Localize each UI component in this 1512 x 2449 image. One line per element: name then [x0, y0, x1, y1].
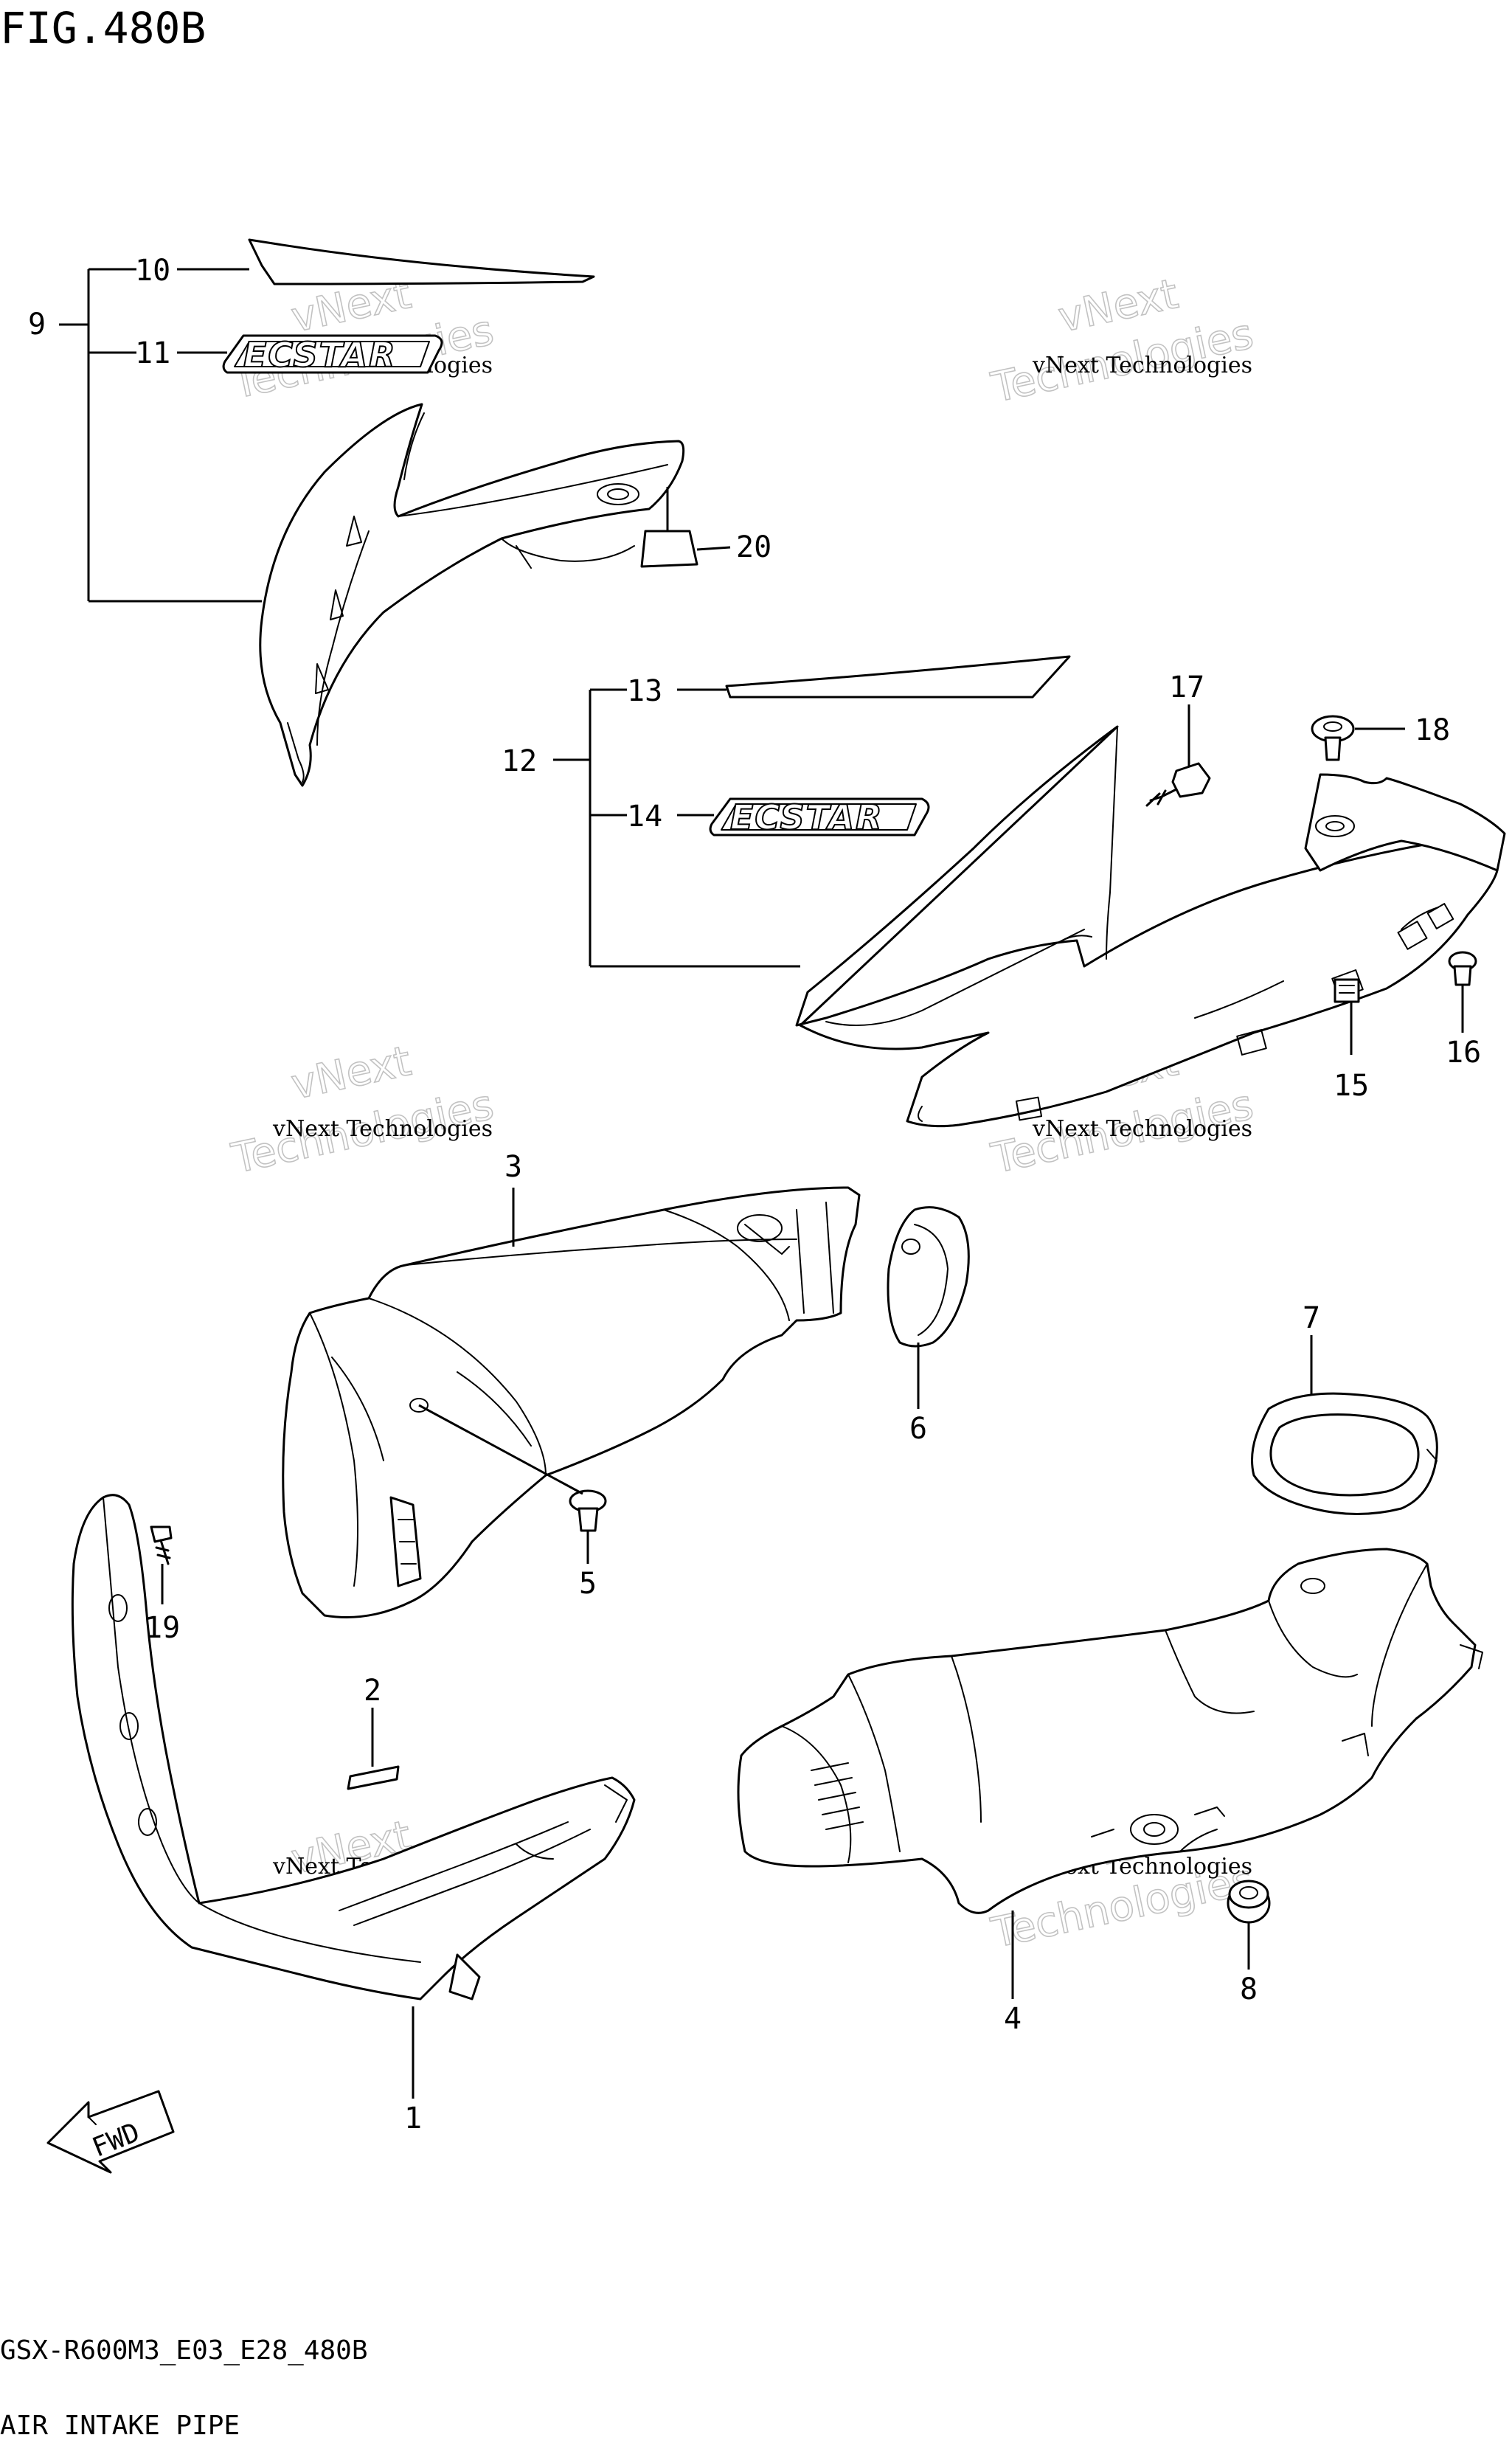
- callout-1: 1: [404, 2102, 422, 2135]
- callout-3: 3: [504, 1150, 522, 1184]
- callouts: 9 10 11 20 12 13 14 17 18 15 16 3 6 7 5 …: [28, 254, 1481, 2135]
- watermark: vNext Technologies vNext Technologies: [987, 269, 1258, 412]
- part-15-clip: [1334, 978, 1360, 1003]
- watermark-small: vNext Technologies: [272, 1116, 493, 1142]
- callout-10: 10: [135, 254, 170, 288]
- part-5-clip: [569, 1489, 607, 1532]
- callout-7: 7: [1303, 1301, 1320, 1335]
- leader-lines: [59, 268, 1464, 2099]
- part-16-grommet: [1448, 951, 1477, 986]
- part-18-clip: [1311, 715, 1355, 761]
- watermark-small: vNext Technologies: [1032, 1116, 1252, 1142]
- part-17-screw: [1145, 762, 1211, 807]
- callout-20: 20: [736, 530, 771, 564]
- fwd-arrow: FWD: [46, 2090, 175, 2174]
- callout-13: 13: [627, 674, 662, 708]
- part-10-stripe-decal: [248, 238, 595, 285]
- figure-title: FIG.480B: [0, 3, 206, 53]
- part-12-right-cowl: [795, 725, 1506, 1128]
- callout-6: 6: [909, 1412, 927, 1446]
- callout-18: 18: [1415, 713, 1450, 747]
- part-11-ecstar-badge: ECSTAR: [222, 334, 443, 375]
- callout-9: 9: [28, 308, 46, 342]
- callout-14: 14: [627, 800, 662, 834]
- callout-16: 16: [1446, 1036, 1481, 1070]
- part-4-lower-duct: [737, 1548, 1483, 1914]
- part-1-front-panel: [71, 1494, 636, 2001]
- callout-19: 19: [145, 1611, 180, 1645]
- part-13-stripe-decal: [725, 655, 1071, 699]
- part-20-tag: [640, 530, 698, 568]
- part-8-grommet: [1227, 1880, 1271, 1924]
- part-7-oval-seal: [1251, 1392, 1438, 1515]
- callout-2: 2: [364, 1674, 381, 1708]
- badge-text: ECSTAR: [243, 335, 397, 375]
- part-6-seal: [887, 1206, 970, 1348]
- part-14-ecstar-badge: ECSTAR: [709, 797, 930, 838]
- callout-11: 11: [135, 336, 170, 370]
- callout-15: 15: [1334, 1069, 1369, 1103]
- part-3-air-duct: [282, 1186, 861, 1618]
- watermark-line1: vNext: [287, 1037, 415, 1109]
- part-2-label: [347, 1765, 400, 1790]
- figure-caption: AIR INTAKE PIPE: [0, 2411, 240, 2441]
- callout-12: 12: [502, 744, 537, 778]
- part-19-screw: [150, 1525, 173, 1565]
- callout-8: 8: [1240, 1972, 1258, 2006]
- watermark: vNext Technologies vNext Technologies: [227, 1036, 499, 1183]
- part-9-left-cowl: [259, 403, 685, 787]
- badge-text: ECSTAR: [730, 797, 884, 837]
- watermark-small: vNext Technologies: [1032, 353, 1252, 378]
- callout-17: 17: [1169, 671, 1204, 704]
- model-code: GSX-R600M3_E03_E28_480B: [0, 2335, 368, 2366]
- callout-4: 4: [1004, 2002, 1022, 2036]
- callout-5: 5: [579, 1567, 597, 1601]
